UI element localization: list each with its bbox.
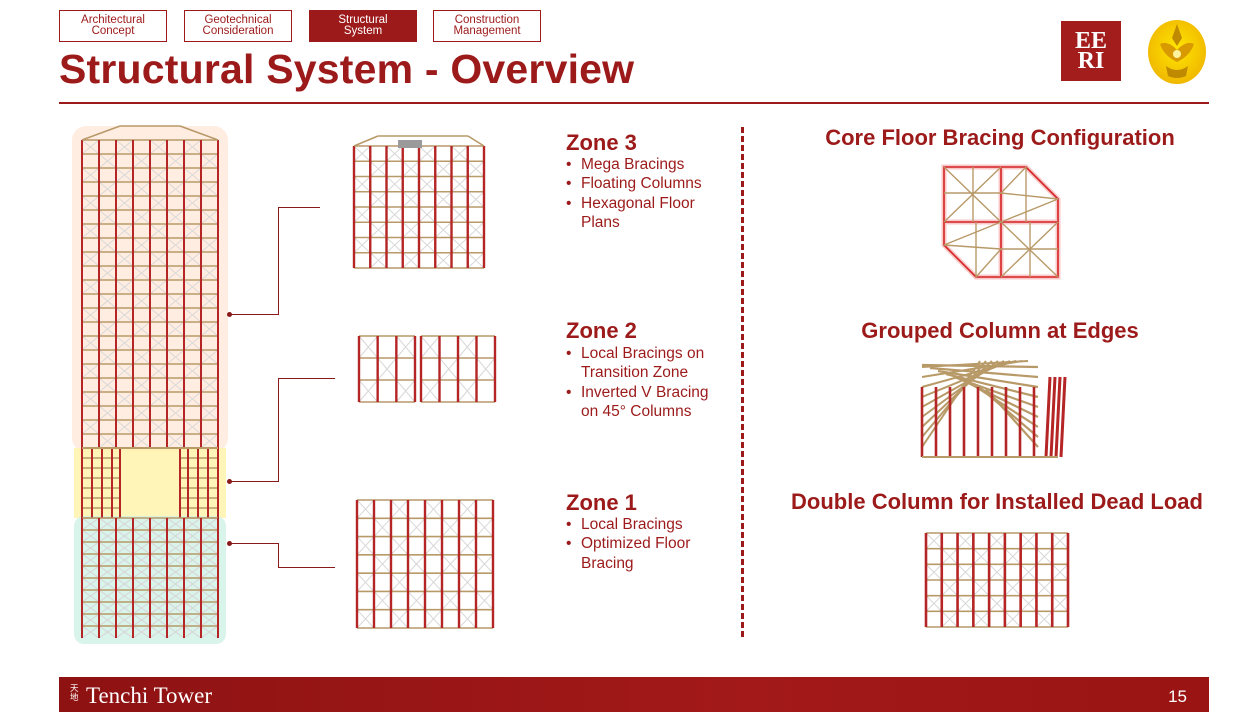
tab-structural-system[interactable]: Structural System (309, 10, 417, 42)
tab-label-line1: Structural (338, 14, 388, 26)
university-emblem-icon (1148, 20, 1206, 84)
grouped-column-model (920, 360, 1067, 458)
footer-bar: 天 地 Tenchi Tower 15 (59, 677, 1209, 712)
tab-label-line2: Concept (91, 25, 135, 37)
list-item-continuation: on 45° Columns (581, 402, 692, 420)
tab-label-line1: Geotechnical (204, 14, 272, 26)
tab-geotechnical-consideration[interactable]: Geotechnical Consideration (184, 10, 292, 42)
list-item: Local Bracings on (566, 344, 709, 364)
zone1-title: Zone 1 (566, 490, 637, 515)
zone3-title: Zone 3 (566, 130, 637, 155)
zone3-leader-dot (227, 312, 232, 317)
zone3-frame-model (352, 135, 486, 269)
zone2-leader-line (230, 378, 279, 482)
zone3-leader-line (230, 207, 279, 315)
zone1-leader-line (230, 543, 279, 568)
list-item: Floating Columns (566, 174, 702, 194)
kanji-top: 天 (70, 684, 79, 694)
grouped-column-heading: Grouped Column at Edges (861, 318, 1139, 343)
double-column-heading: Double Column for Installed Dead Load (791, 489, 1203, 514)
tab-label-line2: Management (453, 25, 521, 37)
list-item: Mega Bracings (566, 155, 702, 175)
eeri-logo-line1: EE (1074, 28, 1107, 54)
zone2-leader-dot (227, 479, 232, 484)
zone2-title: Zone 2 (566, 318, 637, 343)
zone1-leader-dot (227, 541, 232, 546)
list-item: Inverted V Bracing (566, 383, 709, 403)
zone1-frame-model (355, 499, 495, 629)
zone3-leader-top (278, 207, 320, 208)
list-item: Local Bracings (566, 515, 690, 535)
kanji-bottom: 地 (70, 693, 79, 703)
tower-structural-model (72, 125, 228, 644)
tab-label-line1: Construction (454, 14, 520, 26)
eeri-logo-line2: RI (1077, 48, 1105, 74)
zone3-list: Mega Bracings Floating Columns Hexagonal… (566, 155, 702, 232)
core-floor-bracing-diagram (941, 164, 1061, 280)
title-divider (59, 102, 1209, 104)
footer-brand: Tenchi Tower (86, 683, 213, 708)
double-column-model (924, 532, 1070, 628)
dashed-divider (741, 127, 744, 637)
tab-label-line2: System (343, 25, 383, 37)
zone1-leader-bottom (278, 567, 335, 568)
core-bracing-heading: Core Floor Bracing Configuration (825, 125, 1175, 150)
zone2-leader-top (278, 378, 335, 379)
page-number: 15 (1168, 687, 1187, 706)
page-title: Structural System - Overview (59, 46, 635, 92)
zone1-list: Local Bracings Optimized Floor Bracing (566, 515, 690, 573)
eeri-logo: EE RI (1061, 21, 1121, 81)
tab-construction-management[interactable]: Construction Management (433, 10, 541, 42)
tab-label-line1: Architectural (81, 14, 145, 26)
list-item-continuation: Plans (581, 213, 620, 231)
tab-label-line2: Consideration (202, 25, 274, 37)
zone2-list: Local Bracings on Transition Zone Invert… (566, 344, 709, 421)
list-item-continuation: Transition Zone (581, 364, 689, 382)
tab-architectural-concept[interactable]: Architectural Concept (59, 10, 167, 42)
zone2-frame-model (357, 335, 497, 403)
list-item-continuation: Bracing (581, 554, 634, 572)
list-item: Optimized Floor (566, 534, 690, 554)
list-item: Hexagonal Floor (566, 194, 702, 214)
footer-kanji: 天 地 (70, 685, 79, 703)
